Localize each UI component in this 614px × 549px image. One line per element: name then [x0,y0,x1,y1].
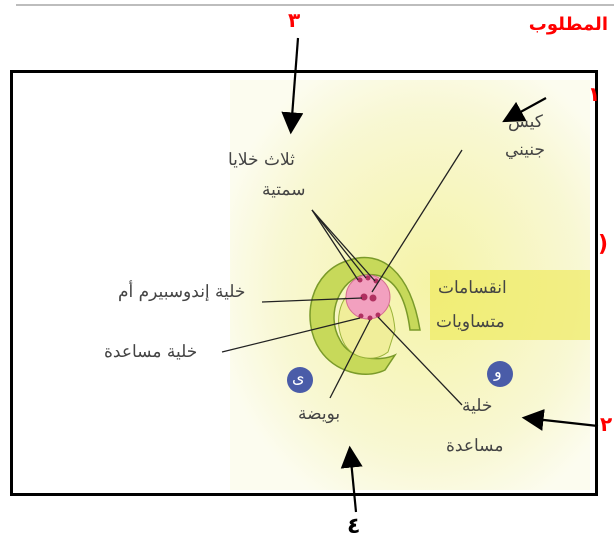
pointer-helper-right [377,316,463,406]
pointer-three-cells-2 [311,209,367,279]
polar-nucleus-1 [360,293,368,301]
arrow-1 [502,97,547,123]
pointer-embryo-sac [371,149,463,293]
marker-3: ٣ [288,8,301,32]
pointer-egg [329,319,371,399]
synergid-2 [375,312,381,318]
blue-circle-left [287,367,313,393]
synergid-1 [358,313,364,319]
label-helper-cell-right-1: خلية [462,396,493,416]
pointer-three-cells-1 [311,209,359,281]
label-three-cells-1: ثلاث خلايا [228,150,295,170]
circle-letter-right: و [494,362,502,381]
marker-2: ٢ [600,412,613,436]
label-embryo-sac-2: جنيني [505,140,546,160]
antipodal-1 [357,277,363,283]
label-equal-division-2: متساويات [436,312,505,332]
embryo-sac-shape [345,274,391,320]
marker-paren: ) [598,232,609,257]
yellow-band-right [430,270,590,340]
label-embryo-sac-1: كيس [508,112,543,132]
label-helper-cell-left: خلية مساعدة [104,342,198,362]
arrow-3 [281,37,304,135]
required-heading: المطلوب [528,14,608,35]
arrow-4 [340,445,363,513]
label-endosperm-mother: خلية إندوسبيرم أم [118,282,246,302]
label-equal-division-1: انقسامات [438,278,507,298]
pointer-three-cells-3 [311,209,376,282]
label-helper-cell-right-2: مساعدة [446,436,504,456]
pointer-endosperm [261,297,363,303]
egg-nucleus [367,315,373,321]
marker-1: ١ [588,82,601,106]
label-three-cells-2: سمتية [262,180,306,200]
antipodal-2 [365,275,371,281]
polar-nucleus-2 [369,294,377,302]
label-egg: بويضة [298,404,341,424]
marker-4: ٤ [347,514,361,539]
pointer-helper-left [221,317,361,353]
arrow-2 [521,409,599,431]
circle-letter-left: ى [292,368,305,387]
top-divider [16,4,614,6]
blue-circle-right [487,361,513,387]
